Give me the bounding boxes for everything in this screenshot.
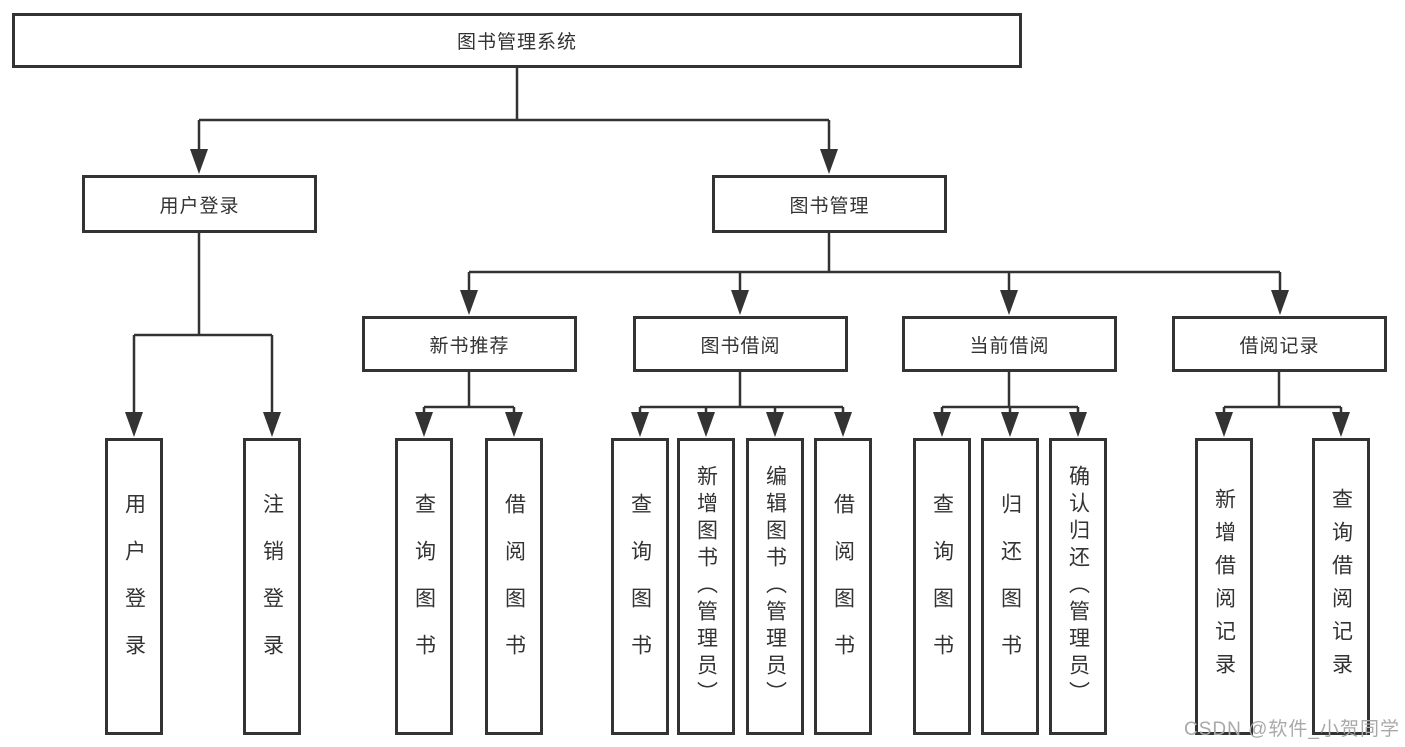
leaf-user-login: 用户登录 xyxy=(105,438,163,735)
leaf-label: 新增借阅记录 xyxy=(1212,487,1236,686)
leaf-query-books-borrowing: 查询图书 xyxy=(611,438,669,735)
leaf-confirm-return-admin: 确认归还（管理员） xyxy=(1049,438,1107,735)
node-label: 当前借阅 xyxy=(969,335,1050,357)
leaf-borrow-books-borrowing: 借阅图书 xyxy=(814,438,872,735)
csdn-watermark: CSDN @软件_小贺同学 xyxy=(1184,719,1400,740)
leaf-label: 借阅图书 xyxy=(502,492,526,681)
leaf-label: 注销登录 xyxy=(260,492,284,681)
leaf-query-borrow-record: 查询借阅记录 xyxy=(1312,438,1370,735)
leaf-query-books-recommend: 查询图书 xyxy=(395,438,453,735)
arrowheads xyxy=(125,149,1350,437)
node-borrowing-records: 借阅记录 xyxy=(1172,316,1387,372)
leaf-label: 查询图书 xyxy=(930,492,954,681)
leaf-edit-books-admin: 编辑图书（管理员） xyxy=(746,438,804,735)
leaf-return-books: 归还图书 xyxy=(981,438,1039,735)
leaf-label: 借阅图书 xyxy=(831,492,855,681)
edge-lines xyxy=(132,68,1343,416)
node-label: 新书推荐 xyxy=(429,335,510,357)
leaf-query-books-current: 查询图书 xyxy=(913,438,971,735)
leaf-label: 用户登录 xyxy=(122,492,146,681)
leaf-label: 确认归还（管理员） xyxy=(1066,465,1090,708)
leaf-label: 编辑图书（管理员） xyxy=(763,465,787,708)
leaf-add-borrow-record: 新增借阅记录 xyxy=(1195,438,1253,735)
node-label: 图书管理系统 xyxy=(456,32,577,53)
leaf-label: 查询借阅记录 xyxy=(1329,487,1353,686)
leaf-label: 查询图书 xyxy=(412,492,436,681)
leaf-add-books-admin: 新增图书（管理员） xyxy=(677,438,735,735)
leaf-logout: 注销登录 xyxy=(243,438,301,735)
leaf-label: 归还图书 xyxy=(998,492,1022,681)
node-label: 用户登录 xyxy=(159,195,240,217)
node-library-system: 图书管理系统 xyxy=(12,13,1022,68)
node-current-borrowing: 当前借阅 xyxy=(902,316,1117,372)
node-label: 借阅记录 xyxy=(1239,335,1320,357)
node-label: 图书管理 xyxy=(789,195,870,217)
leaf-label: 查询图书 xyxy=(628,492,652,681)
node-book-borrowing: 图书借阅 xyxy=(633,316,848,372)
leaf-label: 新增图书（管理员） xyxy=(694,465,718,708)
node-user-login-branch: 用户登录 xyxy=(82,175,317,233)
node-new-book-recommend: 新书推荐 xyxy=(362,316,577,372)
leaf-borrow-books-recommend: 借阅图书 xyxy=(485,438,543,735)
node-label: 图书借阅 xyxy=(700,335,781,357)
node-book-management-branch: 图书管理 xyxy=(712,175,947,233)
